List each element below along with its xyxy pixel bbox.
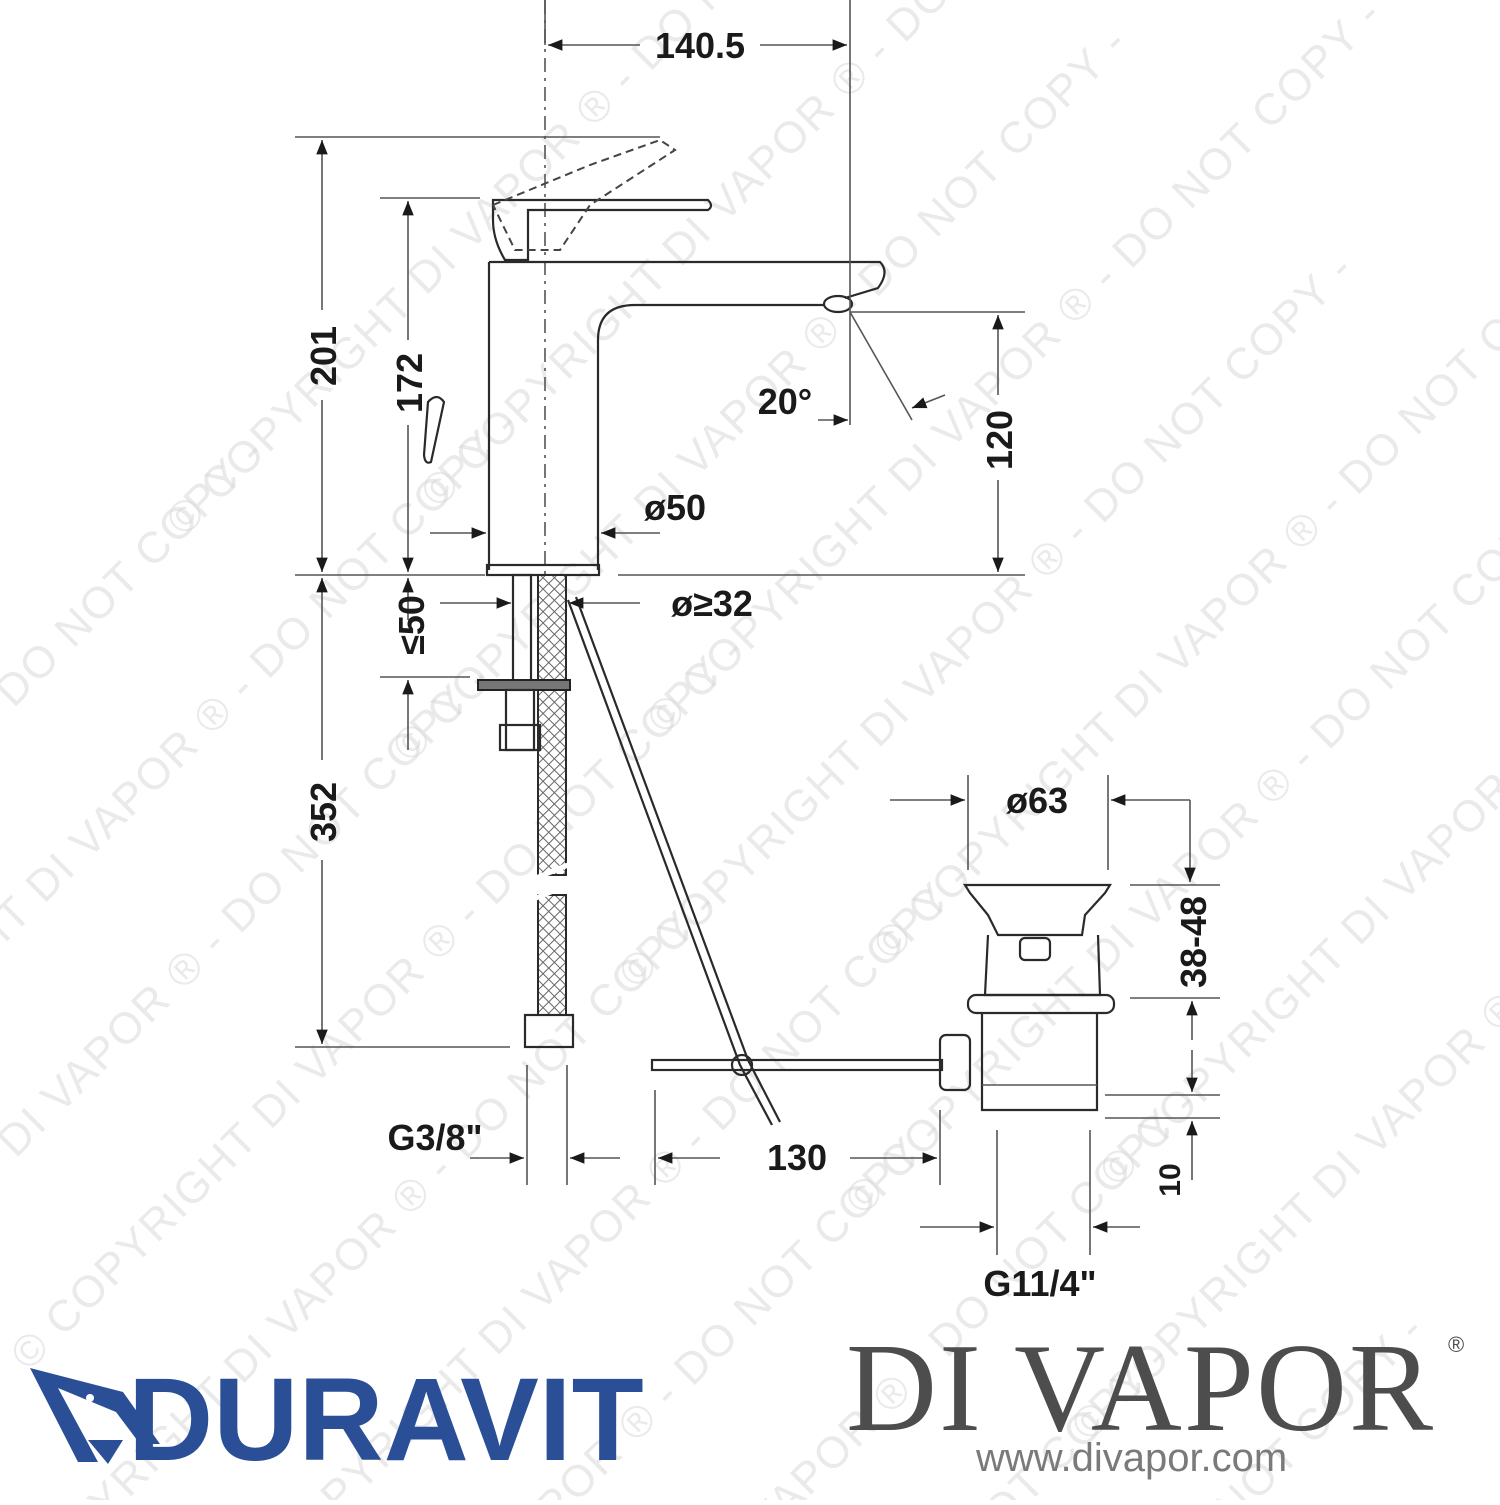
dim-waste-offset: 10 (1154, 1163, 1187, 1196)
dim-spout-height: 120 (979, 410, 1020, 470)
waste-fitting (938, 883, 1116, 1112)
divapor-wordmark: DI VAPOR (846, 1319, 1436, 1458)
dim-waste-thread: G11/4" (983, 1263, 1096, 1304)
dimensions: 140.5 201 172 120 20° ø50 ø≥32 (295, 0, 1220, 1304)
dim-waste-diameter: ø63 (1006, 780, 1068, 821)
dim-spout-projection: 140.5 (655, 25, 745, 66)
dim-pullrod-length: 130 (767, 1137, 827, 1178)
dim-hose-length: 352 (303, 782, 344, 842)
dim-lever-height: 172 (389, 353, 430, 413)
dim-deck-thickness: ≤50 (391, 595, 432, 655)
hose-and-pullrod (477, 573, 944, 1126)
divapor-logo: DI VAPOR ® www.divapor.com (840, 1318, 1480, 1488)
dim-spout-angle: 20° (758, 381, 812, 422)
svg-text:© COPYRIGHT DI VAPOR ® - DO NO: © COPYRIGHT DI VAPOR ® - DO NOT COPY - (157, 0, 911, 545)
dim-total-height: 201 (303, 326, 344, 386)
svg-text:© COPYRIGHT DI VAPOR ® - DO NO: © COPYRIGHT DI VAPOR ® - DO NOT COPY - (1, 625, 755, 1379)
duravit-bird-icon (30, 1368, 160, 1464)
divapor-url: www.divapor.com (976, 1436, 1288, 1480)
mixer-body (422, 0, 886, 577)
duravit-logo: DURAVIT (28, 1352, 668, 1486)
dim-hole-diameter: ø≥32 (671, 583, 753, 624)
registered-mark: ® (1448, 1332, 1465, 1357)
dim-waste-range: 38-48 (1173, 896, 1214, 988)
dim-body-diameter: ø50 (644, 487, 706, 528)
dim-supply-thread: G3/8" (387, 1117, 482, 1158)
duravit-wordmark: DURAVIT (128, 1354, 644, 1472)
